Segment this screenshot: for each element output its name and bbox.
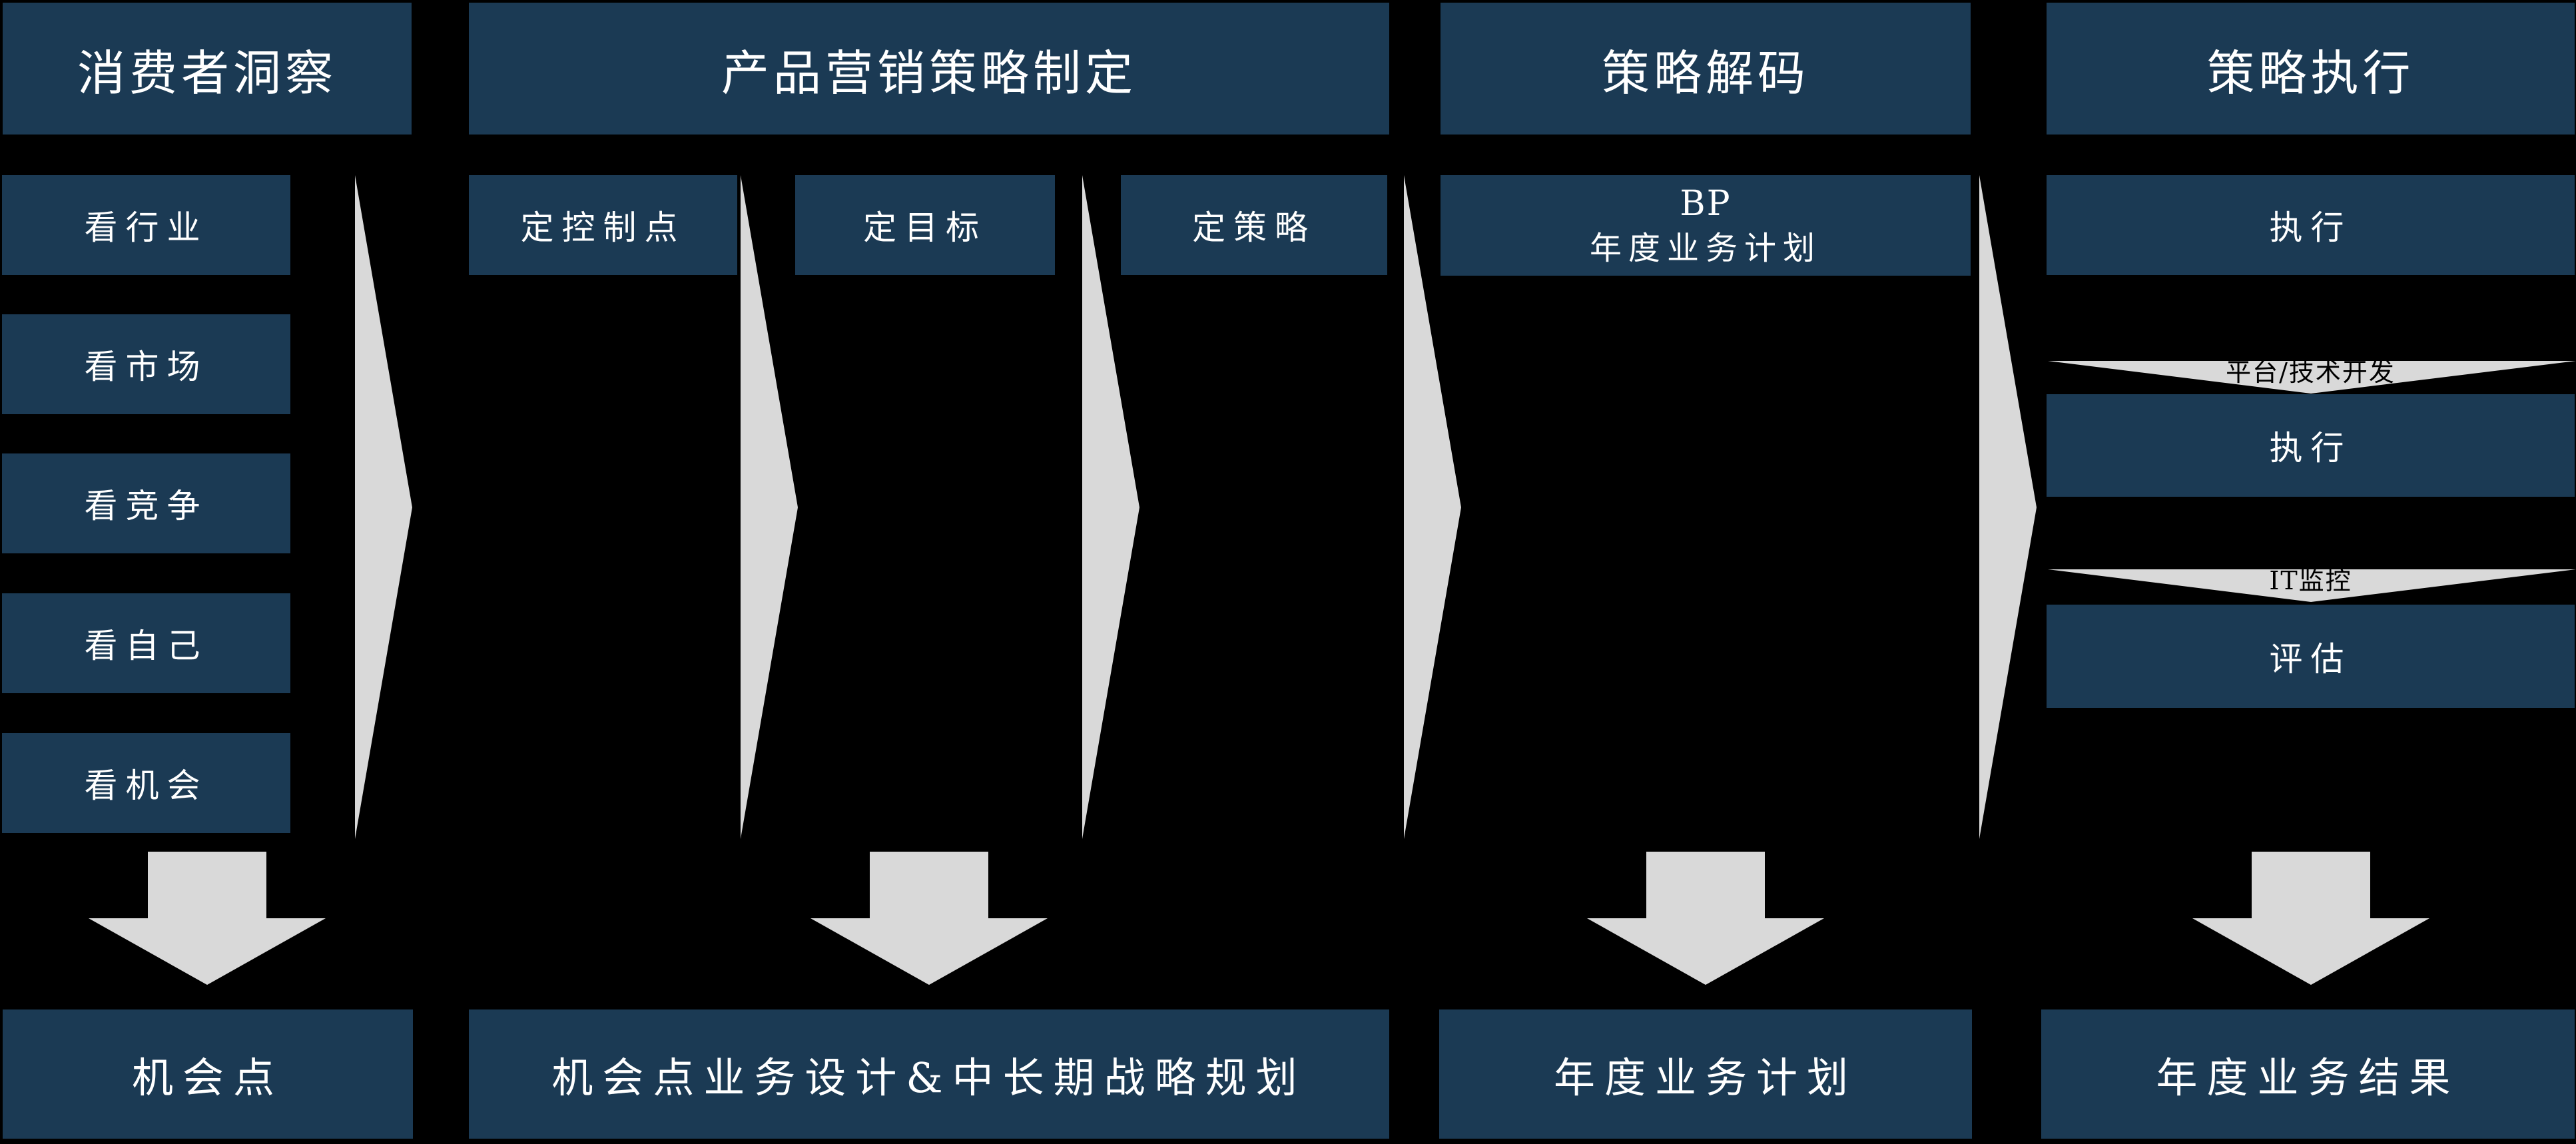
header-consumer-insight: 消费者洞察 <box>3 3 412 135</box>
insight-item-opportunity: 看机会 <box>2 733 290 833</box>
insight-item-self: 看自己 <box>2 593 290 693</box>
result-annual-business-plan: 年度业务计划 <box>1439 1009 1972 1139</box>
header-strategy-decoding: 策略解码 <box>1441 3 1971 135</box>
insight-item-market: 看市场 <box>2 314 290 414</box>
down-arrow-icon <box>810 852 1048 985</box>
bp-sublabel: 年度业务计划 <box>1589 230 1821 268</box>
header-strategy-execution: 策略执行 <box>2047 3 2575 135</box>
execute-item-execute-1: 执行 <box>2047 175 2575 275</box>
execute-item-evaluate: 评估 <box>2047 605 2575 708</box>
bp-label: BP <box>1680 184 1732 224</box>
strategy-item-goals: 定目标 <box>795 175 1055 275</box>
down-arrow-icon <box>1587 852 1824 985</box>
it-monitoring-band <box>2048 569 2576 603</box>
platform-tech-dev-label: 平台/技术开发 <box>2226 357 2396 387</box>
down-arrow-icon <box>89 852 326 985</box>
platform-tech-dev-band <box>2048 361 2576 394</box>
header-product-marketing-strategy: 产品营销策略制定 <box>469 3 1389 135</box>
insight-item-competition: 看竞争 <box>2 453 290 553</box>
right-chevron-icon <box>1082 175 1141 839</box>
bp-annual-business-plan-box: BP 年度业务计划 <box>1441 175 1971 276</box>
insight-item-industry: 看行业 <box>2 175 290 275</box>
it-monitoring-label: IT监控 <box>2269 565 2352 595</box>
right-chevron-icon <box>1404 175 1462 839</box>
execute-item-execute-2: 执行 <box>2047 394 2575 497</box>
right-chevron-icon <box>1979 175 2038 839</box>
down-arrow-icon <box>2192 852 2429 985</box>
right-chevron-icon <box>741 175 799 839</box>
result-annual-business-results: 年度业务结果 <box>2041 1009 2575 1139</box>
result-opportunity-point: 机会点 <box>3 1009 413 1139</box>
right-chevron-icon <box>355 175 414 839</box>
result-business-design-planning: 机会点业务设计&中长期战略规划 <box>469 1009 1389 1139</box>
strategy-item-strategy: 定策略 <box>1121 175 1387 275</box>
strategy-item-control-points: 定控制点 <box>469 175 737 275</box>
